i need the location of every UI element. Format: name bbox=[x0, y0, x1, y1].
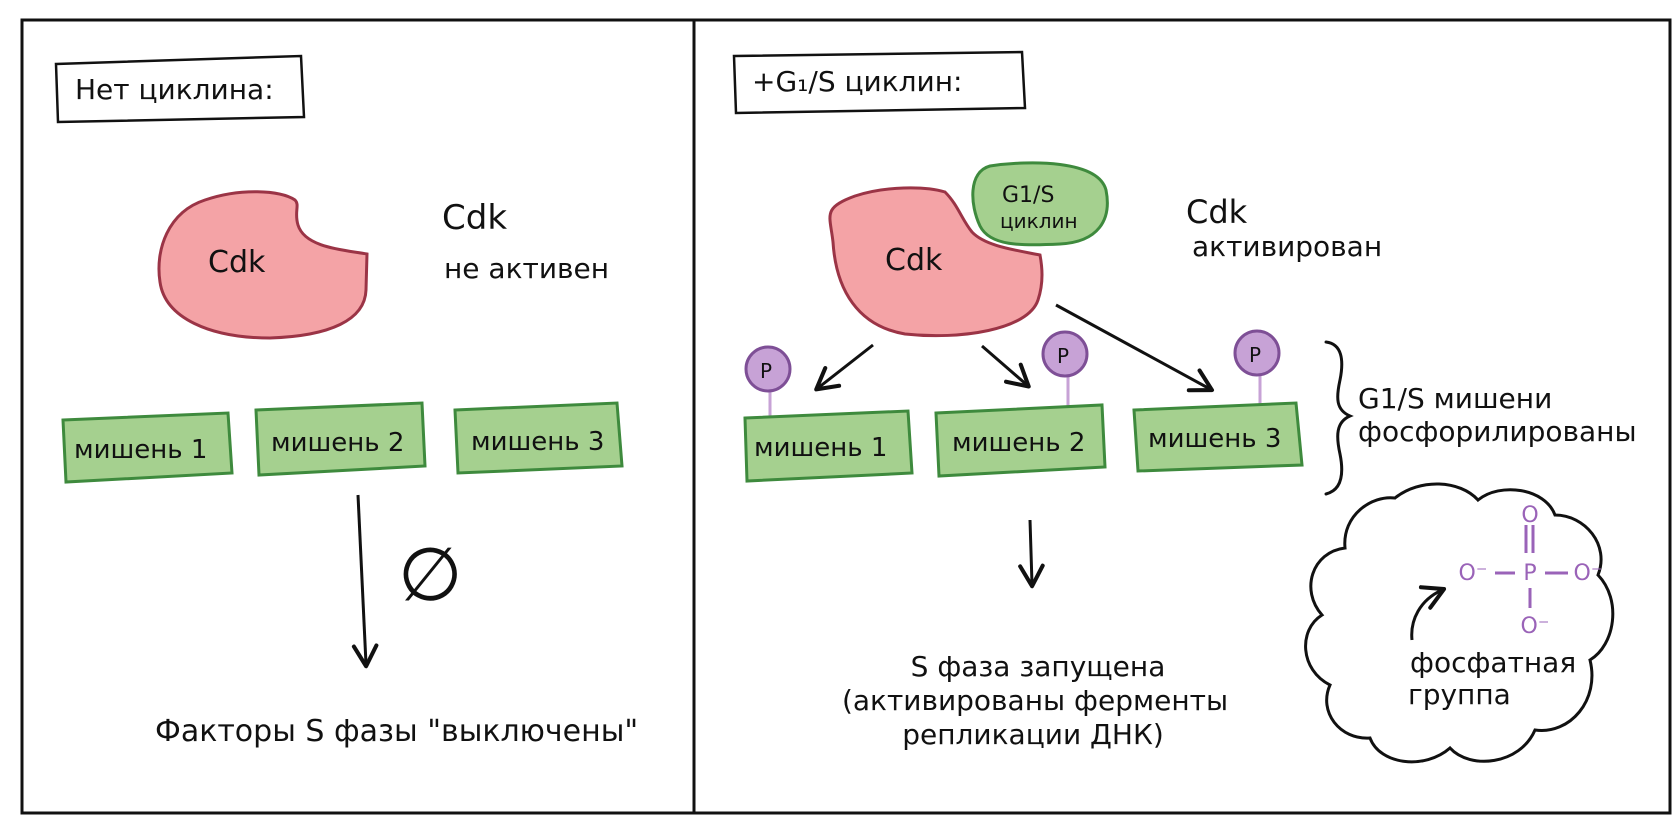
target-1-right-label: мишень 1 bbox=[754, 433, 887, 463]
arrow-to-target-1 bbox=[814, 343, 874, 392]
left-result-text: Факторы S фазы "выключены" bbox=[155, 714, 638, 749]
cyclin-label-line1: G1/S bbox=[1002, 183, 1054, 208]
atom-o-bottom: O⁻ bbox=[1521, 614, 1550, 639]
cdk-label-right: Cdk bbox=[885, 243, 943, 278]
left-title: Нет циклина: bbox=[75, 73, 274, 106]
phospho-label-3: P bbox=[1249, 343, 1261, 367]
cdk-status-title-left: Cdk bbox=[442, 198, 507, 238]
phosphate-pointer-arrow bbox=[1410, 585, 1447, 641]
target-1-left-label: мишень 1 bbox=[74, 435, 207, 465]
arrow-to-target-2 bbox=[981, 344, 1031, 389]
phosphate-structure: O P O⁻ O⁻ O⁻ bbox=[1459, 503, 1603, 639]
cyclin-label-line2: циклин bbox=[1000, 209, 1078, 233]
arrow-down-left bbox=[351, 494, 379, 669]
left-panel: Нет циклина: Cdk Cdk не активен мишень 1… bbox=[54, 54, 638, 749]
cdk-status-inactive: не активен bbox=[444, 252, 609, 285]
right-title: +G₁/S циклин: bbox=[752, 65, 963, 98]
cdk-label-left: Cdk bbox=[208, 245, 266, 280]
cdk-enzyme-inactive: Cdk bbox=[157, 190, 369, 340]
right-title-box: +G₁/S циклин: bbox=[732, 50, 1027, 115]
phosphate-label-line2: группа bbox=[1408, 678, 1511, 711]
right-result-line2: (активированы ферменты bbox=[842, 684, 1228, 717]
phospho-label-2: P bbox=[1057, 344, 1069, 368]
target-3-left-label: мишень 3 bbox=[471, 427, 604, 457]
cdk-status-active: активирован bbox=[1192, 230, 1382, 263]
target-3-left: мишень 3 bbox=[453, 401, 624, 475]
phosphate-label-line1: фосфатная bbox=[1410, 646, 1576, 679]
phospho-group-1: P bbox=[744, 345, 792, 418]
phospho-label-1: P bbox=[760, 359, 772, 383]
target-2-right: мишень 2 bbox=[934, 403, 1107, 478]
left-title-box: Нет циклина: bbox=[54, 54, 306, 124]
atom-o-left: O⁻ bbox=[1459, 561, 1488, 586]
cdk-status-title-right: Cdk bbox=[1186, 193, 1248, 231]
phosphate-cloud: O P O⁻ O⁻ O⁻ фосфатная группа bbox=[1304, 482, 1615, 764]
phospho-group-2: P bbox=[1041, 330, 1089, 407]
right-result-line1: S фаза запущена bbox=[911, 650, 1166, 683]
arrow-down-right bbox=[1018, 519, 1045, 589]
cdk-enzyme-active: Cdk bbox=[828, 186, 1044, 338]
phospho-group-3: P bbox=[1233, 329, 1281, 405]
right-panel: +G₁/S циклин: Cdk G1/S циклин Cdk активи… bbox=[732, 50, 1637, 764]
target-2-left: мишень 2 bbox=[254, 401, 427, 477]
target-2-right-label: мишень 2 bbox=[952, 428, 1085, 458]
null-symbol: ∅ bbox=[398, 532, 462, 618]
target-2-left-label: мишень 2 bbox=[271, 428, 404, 458]
arrow-to-target-3 bbox=[1055, 303, 1215, 393]
brace-label-line2: фосфорилированы bbox=[1358, 415, 1637, 448]
brace-label-line1: G1/S мишени bbox=[1358, 382, 1552, 415]
atom-o-top: O bbox=[1521, 503, 1538, 528]
target-1-right: мишень 1 bbox=[743, 409, 914, 483]
outer-frame bbox=[20, 18, 1672, 815]
target-3-right-label: мишень 3 bbox=[1148, 424, 1281, 454]
right-result-line3: репликации ДНК) bbox=[902, 718, 1164, 751]
atom-p-center: P bbox=[1523, 561, 1536, 586]
g1s-cyclin: G1/S циклин bbox=[971, 161, 1109, 247]
curly-brace bbox=[1324, 340, 1354, 496]
target-1-left: мишень 1 bbox=[61, 411, 234, 484]
target-3-right: мишень 3 bbox=[1132, 401, 1304, 473]
atom-o-right: O⁻ bbox=[1574, 561, 1603, 586]
